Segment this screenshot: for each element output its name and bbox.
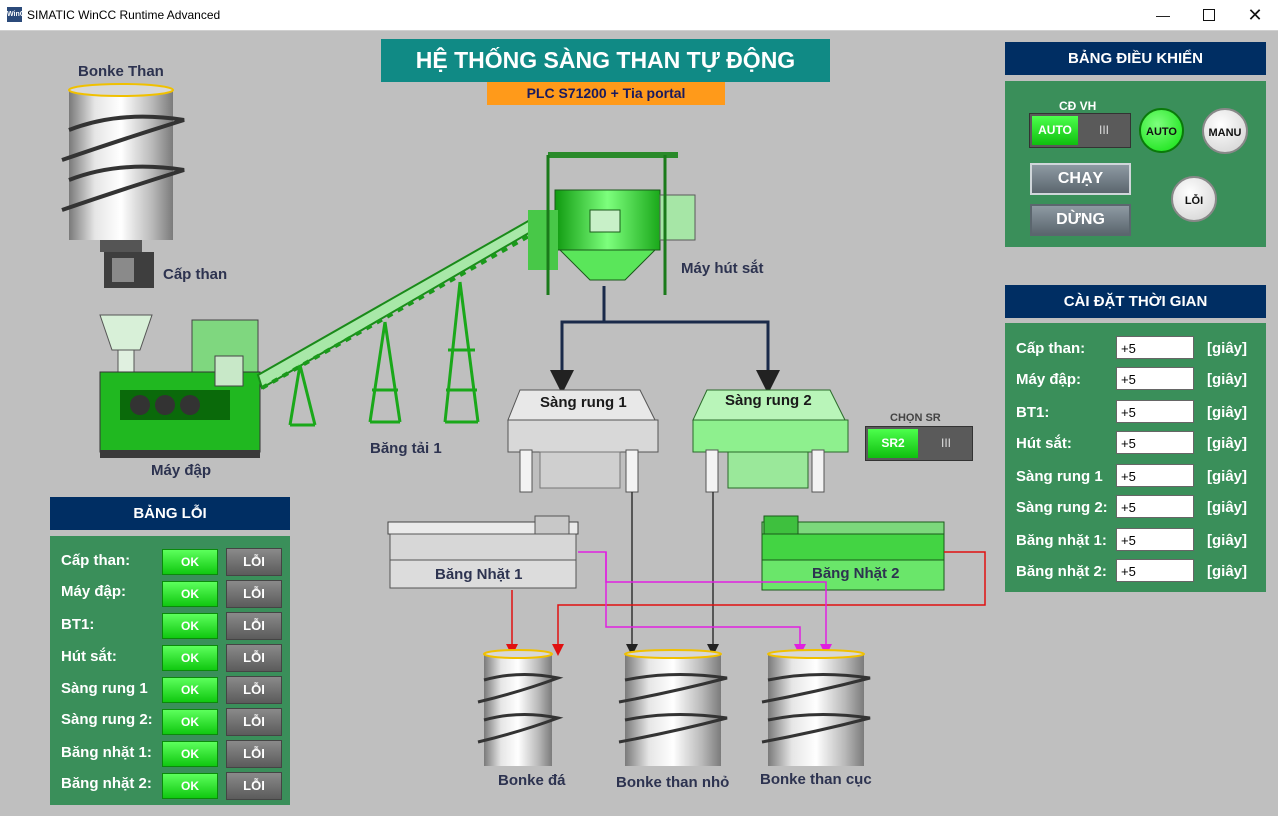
bonke-than-cuc-silo: [761, 649, 871, 766]
time-input[interactable]: +5: [1116, 367, 1194, 390]
time-unit: [giây]: [1207, 371, 1248, 388]
ok-indicator: OK: [162, 709, 218, 735]
error-indicator: LỖI: [226, 676, 282, 704]
manu-indicator[interactable]: MANU: [1202, 108, 1248, 154]
ok-indicator: OK: [162, 645, 218, 671]
mode-toggle-value: AUTO: [1032, 116, 1078, 145]
time-row-label: Băng nhặt 2:: [1016, 563, 1107, 580]
error-indicator: LỖI: [226, 644, 282, 672]
control-panel: CĐ VH AUTO III AUTO MANU CHẠY DỪNG LỖI: [1005, 81, 1266, 247]
plc-subtitle: PLC S71200 + Tia portal: [487, 82, 725, 105]
cap-than-label: Cấp than: [163, 266, 228, 283]
time-unit: [giây]: [1207, 404, 1248, 421]
maximize-icon[interactable]: [1186, 0, 1232, 30]
chon-sr-toggle[interactable]: SR2 III: [865, 426, 973, 461]
time-input[interactable]: +5: [1116, 336, 1194, 359]
ok-indicator: OK: [162, 581, 218, 607]
bonke-than-nho-silo: [618, 649, 728, 766]
bonke-da-silo: [477, 649, 564, 766]
error-row-label: Băng nhặt 1:: [61, 744, 152, 761]
error-indicator: LỖI: [226, 548, 282, 576]
time-row-label: Sàng rung 2:: [1016, 499, 1108, 516]
error-row-label: Sàng rung 2:: [61, 711, 153, 728]
auto-indicator[interactable]: AUTO: [1139, 108, 1184, 153]
run-button[interactable]: CHẠY: [1030, 163, 1131, 195]
time-row-label: Hút sắt:: [1016, 435, 1072, 452]
close-icon[interactable]: ✕: [1247, 4, 1263, 25]
ok-indicator: OK: [162, 677, 218, 703]
time-unit: [giây]: [1207, 563, 1248, 580]
time-unit: [giây]: [1207, 435, 1248, 452]
sang-rung-1-machine: [507, 389, 659, 493]
sang-rung-1-label: Sàng rung 1: [540, 394, 627, 411]
error-panel-title: BẢNG LỖI: [50, 497, 290, 530]
time-input[interactable]: +5: [1116, 559, 1194, 582]
time-row-label: Băng nhặt 1:: [1016, 532, 1107, 549]
ok-indicator: OK: [162, 613, 218, 639]
error-row-label: Băng nhặt 2:: [61, 775, 152, 792]
time-input[interactable]: +5: [1116, 528, 1194, 551]
time-unit: [giây]: [1207, 340, 1248, 357]
error-indicator: LỖI: [226, 580, 282, 608]
bang-tai-1-conveyor: [256, 218, 536, 427]
bonke-than-silo: [61, 83, 185, 288]
may-dap-label: Máy đập: [151, 462, 212, 479]
bang-nhat-1-label: Băng Nhặt 1: [435, 566, 523, 583]
error-row-label: Máy đập:: [61, 583, 127, 600]
may-hut-sat-machine: [528, 152, 696, 295]
may-dap-machine: [99, 314, 261, 458]
error-indicator: LỖI: [226, 612, 282, 640]
time-unit: [giây]: [1207, 468, 1248, 485]
process-diagram: [61, 83, 986, 766]
bang-nhat-2-label: Băng Nhặt 2: [812, 565, 900, 582]
chon-sr-grip: III: [940, 436, 951, 450]
bonke-than-cuc-label: Bonke than cục: [760, 771, 872, 788]
page-title: HỆ THỐNG SÀNG THAN TỰ ĐỘNG: [381, 39, 830, 82]
mode-toggle[interactable]: AUTO III: [1029, 113, 1131, 148]
mode-label: CĐ VH: [1059, 99, 1097, 113]
time-input[interactable]: +5: [1116, 495, 1194, 518]
window-titlebar: WinCC SIMATIC WinCC Runtime Advanced — ✕: [0, 0, 1278, 31]
bonke-than-label: Bonke Than: [78, 63, 164, 80]
time-input[interactable]: +5: [1116, 400, 1194, 423]
bang-nhat-1-conveyor: [387, 515, 579, 589]
time-row-label: Cấp than:: [1016, 340, 1086, 357]
time-row-label: BT1:: [1016, 404, 1050, 421]
time-unit: [giây]: [1207, 499, 1248, 516]
bonke-da-label: Bonke đá: [498, 772, 566, 789]
wincc-icon: WinCC: [7, 7, 30, 22]
ok-indicator: OK: [162, 773, 218, 799]
error-row-label: Cấp than:: [61, 552, 131, 569]
time-input[interactable]: +5: [1116, 464, 1194, 487]
time-row-label: Máy đập:: [1016, 371, 1082, 388]
mode-toggle-grip: III: [1098, 123, 1109, 137]
chon-sr-label: CHỌN SR: [890, 412, 941, 424]
may-hut-sat-label: Máy hút sắt: [681, 260, 764, 277]
error-panel: Cấp than: Máy đập: BT1: Hút sắt: Sàng ru…: [50, 536, 290, 805]
error-indicator: LỖI: [226, 740, 282, 768]
ok-indicator: OK: [162, 741, 218, 767]
bang-nhat-2-conveyor: [761, 515, 945, 591]
window-title: SIMATIC WinCC Runtime Advanced: [27, 8, 221, 22]
bonke-than-nho-label: Bonke than nhỏ: [616, 774, 730, 791]
control-panel-title: BẢNG ĐIỀU KHIỂN: [1005, 42, 1266, 75]
sang-rung-2-label: Sàng rung 2: [725, 392, 812, 409]
bang-tai-1-label: Băng tải 1: [370, 440, 442, 457]
time-input[interactable]: +5: [1116, 431, 1194, 454]
time-unit: [giây]: [1207, 532, 1248, 549]
error-row-label: BT1:: [61, 616, 95, 633]
error-row-label: Hút sắt:: [61, 648, 117, 665]
ok-indicator: OK: [162, 549, 218, 575]
time-panel: Cấp than: Máy đập: BT1: Hút sắt: Sàng ru…: [1005, 323, 1266, 592]
chon-sr-value: SR2: [868, 429, 918, 458]
sang-rung-2-machine: [692, 389, 849, 493]
time-row-label: Sàng rung 1: [1016, 468, 1103, 485]
time-panel-title: CÀI ĐẶT THỜI GIAN: [1005, 285, 1266, 318]
error-indicator: LỖI: [226, 772, 282, 800]
error-indicator: LỖI: [226, 708, 282, 736]
error-row-label: Sàng rung 1: [61, 680, 148, 697]
error-lamp: LỖI: [1171, 176, 1217, 222]
stop-button[interactable]: DỪNG: [1030, 204, 1131, 236]
minimize-icon[interactable]: —: [1156, 7, 1170, 23]
